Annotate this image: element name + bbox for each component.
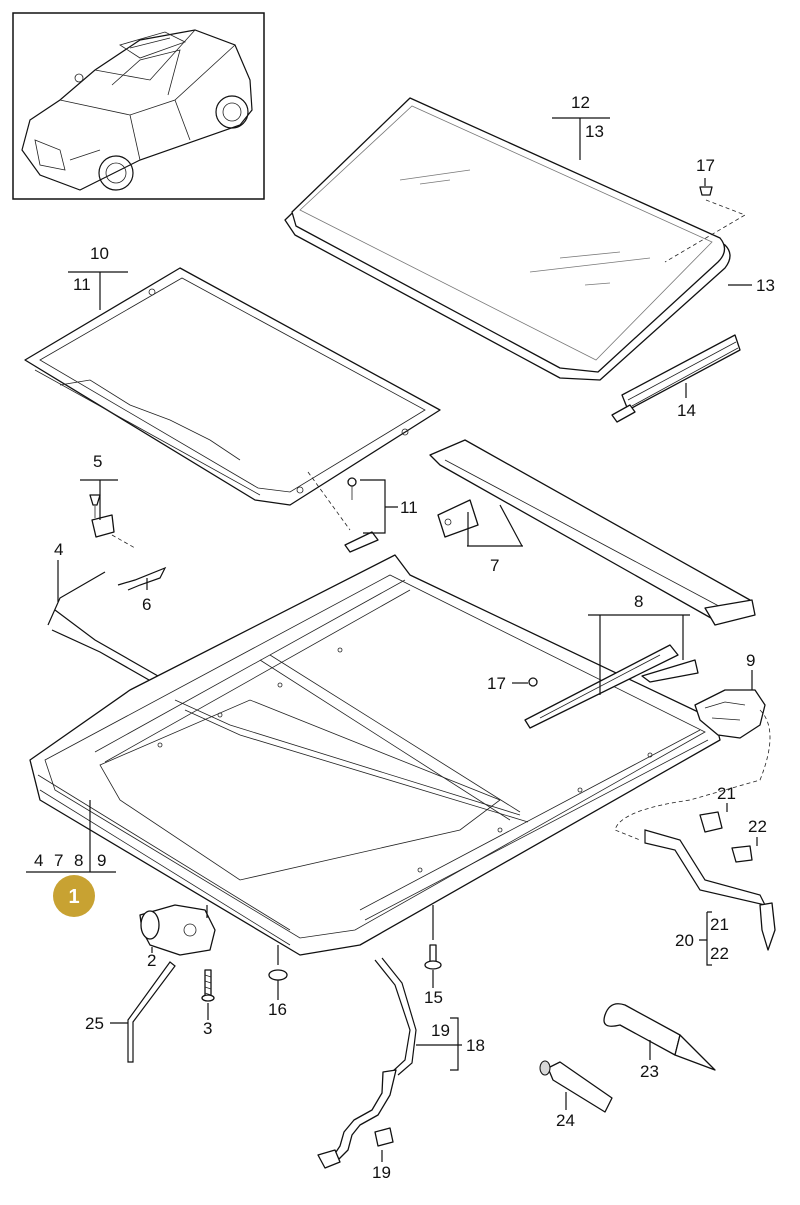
label-15: 15: [424, 988, 443, 1007]
part-labels: 12 13 17 13 14 10 11 11 5 4 6 7 8 17 9 4…: [34, 93, 775, 1182]
motor-bracket: [694, 689, 766, 739]
label-19-bottom: 19: [372, 1163, 391, 1182]
label-19-top: 19: [431, 1021, 450, 1040]
label-22-top: 22: [748, 817, 767, 836]
sunshade-panel: [24, 267, 441, 506]
label-14: 14: [677, 401, 696, 420]
drain-bracket: [89, 494, 167, 591]
label-11-right: 11: [400, 498, 418, 517]
label-12: 12: [571, 93, 590, 112]
sunroof-motor: [139, 904, 216, 956]
hex-key: [127, 961, 176, 1063]
label-13-right: 13: [756, 276, 775, 295]
vehicle-thumbnail: [12, 12, 265, 200]
label-16: 16: [268, 1000, 287, 1019]
callout-leaders: [26, 117, 758, 1162]
front-cross-member: [429, 439, 756, 626]
badge-label: 1: [68, 886, 79, 908]
drain-hose-rear: [614, 709, 776, 951]
sunshade-clips: [307, 471, 379, 553]
label-3: 3: [203, 1019, 212, 1038]
label-13-top: 13: [585, 122, 604, 141]
label-21-top: 21: [717, 784, 736, 803]
label-21-bottom: 21: [710, 915, 729, 934]
label-7: 7: [490, 556, 499, 575]
drain-hose-front-lower: [317, 957, 417, 1169]
label-4-group: 4: [34, 851, 43, 870]
position-badge[interactable]: 1: [53, 875, 95, 917]
bolt-15: [424, 905, 442, 970]
label-9-group: 9: [97, 851, 106, 870]
label-24: 24: [556, 1111, 575, 1130]
drive-cable-assembly: [524, 644, 699, 729]
label-10: 10: [90, 244, 109, 263]
label-20: 20: [675, 931, 694, 950]
label-9-right: 9: [746, 651, 755, 670]
screw-3: [201, 969, 215, 1002]
label-4: 4: [54, 540, 63, 559]
sunroof-main-frame: [29, 554, 721, 956]
label-8: 8: [634, 592, 643, 611]
label-5: 5: [93, 452, 102, 471]
grease-tube: [539, 1060, 613, 1113]
badge-circle: [53, 875, 95, 917]
label-11-top: 11: [73, 275, 91, 294]
label-17-top: 17: [696, 156, 715, 175]
wind-deflector-strip: [611, 334, 741, 423]
label-2: 2: [147, 951, 156, 970]
label-18: 18: [466, 1036, 485, 1055]
label-23: 23: [640, 1062, 659, 1081]
grommet-16: [268, 945, 288, 981]
label-6: 6: [142, 595, 151, 614]
sealant-cartridge: [603, 1003, 716, 1071]
label-7-group: 7: [54, 851, 63, 870]
label-17-mid: 17: [487, 674, 506, 693]
glass-roof-panel: [284, 97, 731, 381]
label-8-group: 8: [74, 851, 83, 870]
label-22-bottom: 22: [710, 944, 729, 963]
label-25: 25: [85, 1014, 104, 1033]
